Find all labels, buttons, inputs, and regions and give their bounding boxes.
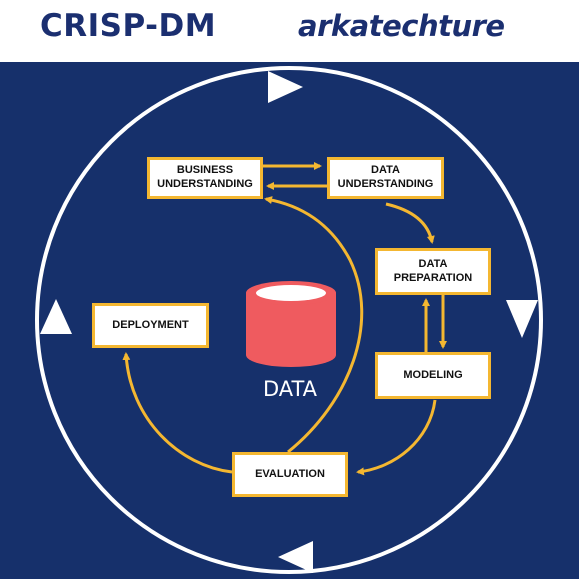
arrow-understanding-to-preparation: [385, 202, 435, 244]
phase-business-understanding: BUSINESS UNDERSTANDING: [147, 157, 263, 199]
cycle-ring: [35, 66, 543, 574]
database-icon: [246, 281, 336, 367]
phase-deployment: DEPLOYMENT: [92, 303, 209, 348]
phase-data-preparation: DATA PREPARATION: [375, 248, 491, 295]
cycle-arrow-top: [268, 71, 303, 103]
data-label: DATA: [262, 377, 318, 401]
phase-modeling: MODELING: [375, 352, 491, 399]
header: CRISP-DM arkatechture: [0, 0, 579, 62]
phase-data-understanding: DATA UNDERSTANDING: [327, 157, 444, 199]
arrow-evaluation-to-business: [264, 196, 364, 454]
phase-evaluation: EVALUATION: [232, 452, 348, 497]
brand-logo: arkatechture: [298, 9, 505, 43]
cycle-arrow-bottom: [278, 541, 313, 573]
page-title: CRISP-DM: [40, 8, 217, 44]
cycle-arrow-left: [40, 299, 72, 334]
arrow-evaluation-to-deployment: [122, 352, 233, 474]
cycle-arrow-right: [506, 300, 538, 338]
arrow-modeling-to-evaluation: [356, 399, 437, 476]
